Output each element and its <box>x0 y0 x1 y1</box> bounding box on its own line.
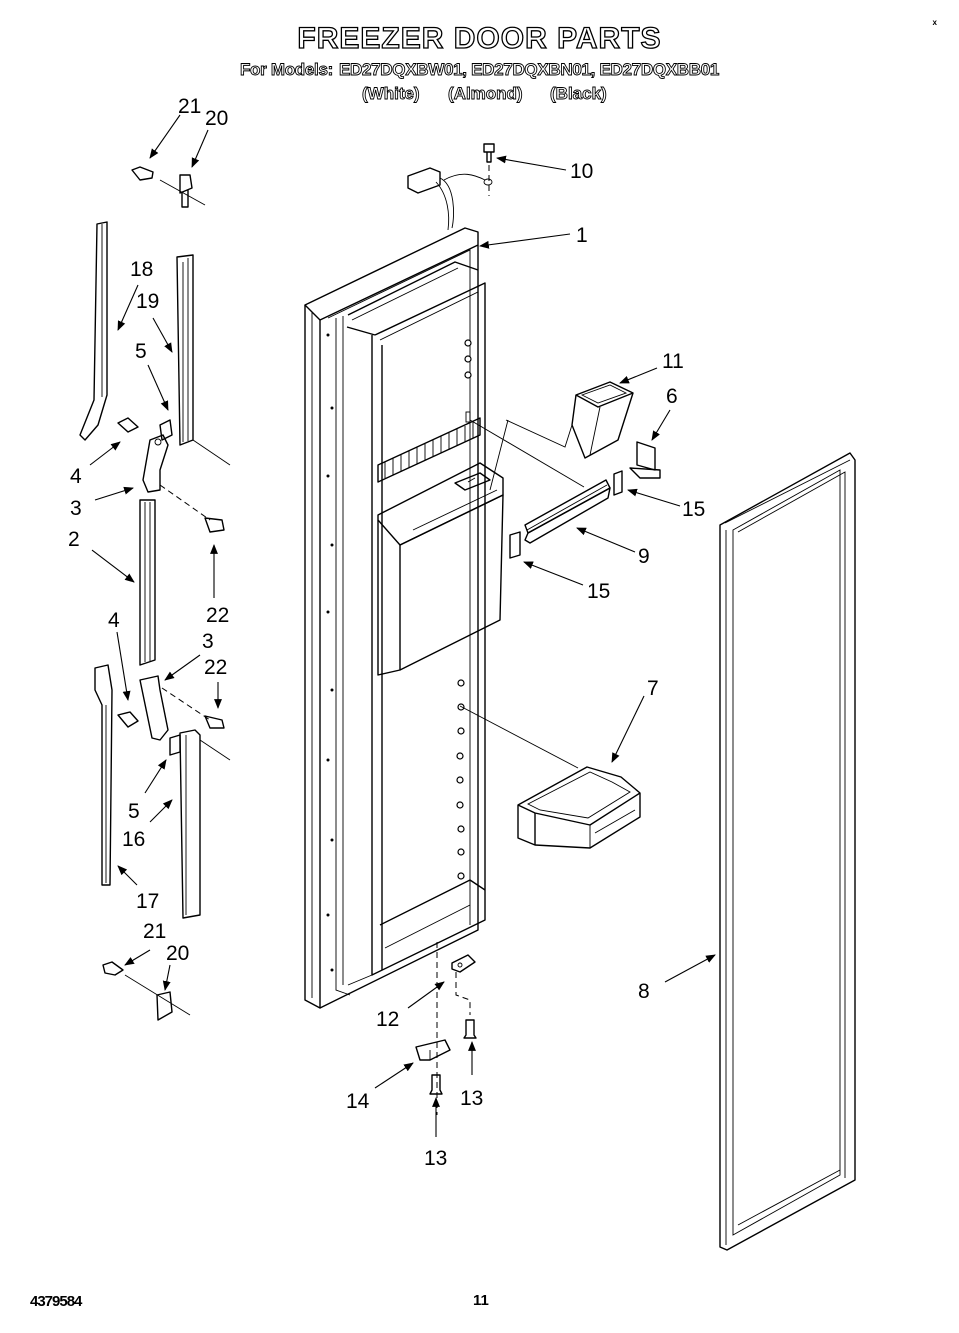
callout-7: 7 <box>647 677 659 700</box>
clip-part-5-upper <box>159 419 173 441</box>
callout-13: 13 <box>424 1147 447 1170</box>
model-color: (White) <box>362 84 420 104</box>
clip-part-5-lower <box>169 734 181 756</box>
hinge-part-12 <box>451 954 476 1015</box>
screw-part-13-right <box>463 1019 477 1039</box>
model-color: (Black) <box>550 84 608 104</box>
screw-part-4-upper <box>117 417 139 433</box>
callout-22: 22 <box>206 604 229 627</box>
model-color: (Almond) <box>448 84 523 104</box>
callout-4: 4 <box>108 609 120 632</box>
dispenser-housing <box>377 462 504 676</box>
callout-15: 15 <box>682 498 705 521</box>
clip-part-15-upper <box>613 470 623 496</box>
callout-3: 3 <box>70 497 82 520</box>
callout-12: 12 <box>376 1008 399 1031</box>
model-number: ED27DQXBN01 <box>471 60 592 80</box>
callout-1: 1 <box>576 224 588 247</box>
screw-part-21-top <box>131 166 154 181</box>
corner-mark: x <box>932 18 937 27</box>
hinge-block-part-14 <box>415 1039 451 1061</box>
ice-tray-ridges <box>377 417 481 483</box>
callout-19: 19 <box>136 290 159 313</box>
model-number: ED27DQXBB01 <box>599 60 720 80</box>
callout-16: 16 <box>122 828 145 851</box>
callout-3: 3 <box>202 630 214 653</box>
trim-part-17 <box>94 664 113 886</box>
callout-14: 14 <box>346 1090 370 1113</box>
callout-21: 21 <box>178 95 201 118</box>
screw-part-13-left <box>429 1074 443 1095</box>
screw-part-4-lower <box>117 711 139 728</box>
callout-11: 11 <box>662 350 684 373</box>
trim-part-16 <box>179 729 231 919</box>
screw-part-21-bottom <box>102 961 124 976</box>
models-line: For Models:ED27DQXBW01, ED27DQXBN01, ED2… <box>239 60 720 80</box>
callout-5: 5 <box>128 800 140 823</box>
rail-part-9 <box>524 479 611 544</box>
callout-numbers: 21 20 18 19 5 4 3 2 22 4 3 22 5 16 17 21… <box>68 95 705 1170</box>
bracket-part-6 <box>629 441 661 479</box>
hinge-part-3-upper <box>142 434 169 493</box>
callout-10: 10 <box>570 160 593 183</box>
cap-part-20-bottom <box>156 991 173 1021</box>
callout-13: 13 <box>460 1087 483 1110</box>
document-number: 4379584 <box>30 1293 82 1310</box>
hinge-part-3-lower <box>139 675 169 741</box>
models-label: For Models: <box>239 60 333 80</box>
callout-22: 22 <box>204 656 227 679</box>
callout-17: 17 <box>136 890 159 913</box>
screw-part-22-lower <box>204 715 225 729</box>
callout-8: 8 <box>638 980 650 1003</box>
page-title: FREEZER DOOR PARTS <box>297 21 662 55</box>
trim-part-18 <box>79 221 108 441</box>
callout-21: 21 <box>143 920 166 943</box>
trim-part-19 <box>176 254 231 466</box>
door-gasket-part-8 <box>719 452 856 1251</box>
callout-18: 18 <box>130 258 153 281</box>
ice-chute-part-11 <box>489 381 634 491</box>
model-number: ED27DQXBW01 <box>338 60 463 80</box>
wire-harness <box>407 167 493 231</box>
callout-20: 20 <box>166 942 189 965</box>
leader-lines <box>89 114 716 1137</box>
clip-part-15-lower <box>509 531 521 559</box>
callout-20: 20 <box>205 107 228 130</box>
screw-part-10 <box>483 143 495 196</box>
ice-bin-part-7 <box>517 766 641 849</box>
screw-part-22-upper <box>204 517 225 533</box>
trim-part-2 <box>139 499 156 666</box>
callout-6: 6 <box>666 385 678 408</box>
frame-screw-holes <box>326 333 334 972</box>
page-number: 11 <box>473 1292 489 1309</box>
callout-15: 15 <box>587 580 610 603</box>
callout-9: 9 <box>638 545 650 568</box>
callout-2: 2 <box>68 528 80 551</box>
callout-4: 4 <box>70 465 82 488</box>
cap-part-20-top <box>179 174 193 208</box>
door-liner-part <box>304 167 504 1009</box>
callout-5: 5 <box>135 340 147 363</box>
